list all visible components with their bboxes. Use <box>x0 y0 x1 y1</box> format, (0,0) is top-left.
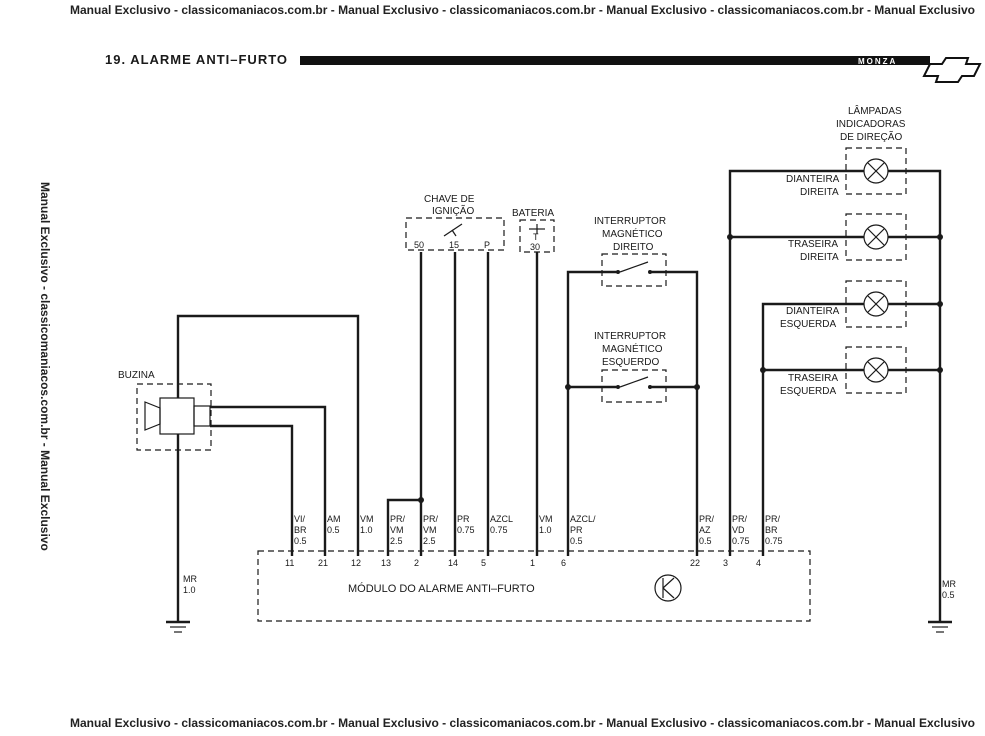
lamp-rear-right-label-1: TRASEIRA <box>788 239 838 250</box>
ignition-label-1: CHAVE DE <box>424 194 475 205</box>
watermark-top: Manual Exclusivo - classicomaniacos.com.… <box>70 3 975 17</box>
alarm-module-box <box>257 550 811 622</box>
battery-30: 30 <box>530 242 540 252</box>
pin-22-label: 22 <box>690 558 700 568</box>
ground-right-label-1: MR <box>942 579 956 589</box>
ground-left-label-1: MR <box>183 574 197 584</box>
pin-14-label: 14 <box>448 558 458 568</box>
wire-7-label-2: 0.75 <box>490 525 508 535</box>
wire-4-label-3: 2.5 <box>390 536 403 546</box>
switch-right-label-3: DIREITO <box>613 242 654 253</box>
wire-11-label-1: PR/ <box>732 514 748 524</box>
lamp-front-right-label-2: DIREITA <box>800 187 839 198</box>
alarm-module-label: MÓDULO DO ALARME ANTI–FURTO <box>348 582 535 595</box>
wire-2-label-1: AM <box>327 514 341 524</box>
wire-3-label-2: 1.0 <box>360 525 373 535</box>
lamp-rear-left-label-2: ESQUERDA <box>780 386 836 397</box>
wire-1-label-3: 0.5 <box>294 536 307 546</box>
lamp-rear-right-label-2: DIREITA <box>800 252 839 263</box>
pin-6-label: 6 <box>561 558 566 568</box>
wire-1-label-1: VI/ <box>294 514 306 524</box>
lamps-title-2: INDICADORAS <box>836 119 906 130</box>
switch-left-label-3: ESQUERDO <box>602 357 659 368</box>
pin-13-label: 13 <box>381 558 391 568</box>
pin-12-label: 12 <box>351 558 361 568</box>
horn-box <box>136 383 212 451</box>
watermark-bottom: Manual Exclusivo - classicomaniacos.com.… <box>70 716 975 730</box>
wire-8-label-1: VM <box>539 514 553 524</box>
wire-3-label-1: VM <box>360 514 374 524</box>
switch-right-box <box>601 253 667 287</box>
lamps-title-1: LÂMPADAS <box>848 104 902 117</box>
wire-1-label-2: BR <box>294 525 307 535</box>
wire-11-label-2: VD <box>732 525 745 535</box>
lamp-rear-left-label-1: TRASEIRA <box>788 373 838 384</box>
switch-left-label-1: INTERRUPTOR <box>594 331 666 342</box>
ignition-terminal-50: 50 <box>414 240 424 250</box>
pin-4-label: 4 <box>756 558 761 568</box>
switch-left-icon <box>616 376 652 389</box>
wire-12-label-2: BR <box>765 525 778 535</box>
pin-11-label: 11 <box>285 558 294 568</box>
wire-9-label-1: AZCL/ <box>570 514 596 524</box>
lamp-front-left-label-1: DIANTEIRA <box>786 306 840 317</box>
wire-12-label-1: PR/ <box>765 514 781 524</box>
wire-6-label-2: 0.75 <box>457 525 475 535</box>
wire-7-label-1: AZCL <box>490 514 513 524</box>
wire-10-label-1: PR/ <box>699 514 715 524</box>
wire-4-label-2: VM <box>390 525 404 535</box>
pin-21-label: 21 <box>318 558 328 568</box>
wire-6-label-1: PR <box>457 514 470 524</box>
wire-10-label-3: 0.5 <box>699 536 712 546</box>
header-bar <box>300 56 930 65</box>
wire-5-label-1: PR/ <box>423 514 439 524</box>
wire-2-label-2: 0.5 <box>327 525 340 535</box>
module-symbol-icon <box>654 574 682 602</box>
wire-8-label-2: 1.0 <box>539 525 552 535</box>
page-title: 19. ALARME ANTI–FURTO <box>105 52 289 67</box>
ground-right-label-2: 0.5 <box>942 590 955 600</box>
horn-icon <box>144 397 211 435</box>
switch-right-icon <box>616 261 652 274</box>
pin-5-label: 5 <box>481 558 486 568</box>
ground-left-icon <box>166 620 190 633</box>
switch-left-label-2: MAGNÉTICO <box>602 342 663 355</box>
lamps-title-3: DE DIREÇÃO <box>840 130 902 143</box>
wire-10-label-2: AZ <box>699 525 711 535</box>
wire-4-label-1: PR/ <box>390 514 406 524</box>
ignition-terminal-p: P <box>484 240 490 250</box>
brand-label: MONZA <box>858 57 898 66</box>
horn-label: BUZINA <box>118 370 155 381</box>
key-icon <box>443 223 463 237</box>
wire-9-label-2: PR <box>570 525 583 535</box>
pin-1-label: 1 <box>530 558 535 568</box>
battery-t: T <box>533 232 539 242</box>
wire-labels: VI/BR0.511AM0.521VM1.012PR/VM2.513PR/VM2… <box>285 514 783 568</box>
ignition-label-2: IGNIÇÃO <box>432 204 474 217</box>
battery-label: BATERIA <box>512 208 554 219</box>
ignition-switch-box <box>405 217 505 251</box>
wire-12-label-3: 0.75 <box>765 536 783 546</box>
ground-right-icon <box>928 620 952 633</box>
wire-11-label-3: 0.75 <box>732 536 750 546</box>
pin-3-label: 3 <box>723 558 728 568</box>
lamp-front-left-label-2: ESQUERDA <box>780 319 836 330</box>
ground-left-label-2: 1.0 <box>183 585 196 595</box>
chevrolet-logo-icon <box>922 57 982 83</box>
switch-right-label-2: MAGNÉTICO <box>602 227 663 240</box>
wire-5-label-2: VM <box>423 525 437 535</box>
wire-9-label-3: 0.5 <box>570 536 583 546</box>
ignition-terminal-15: 15 <box>449 240 459 250</box>
battery-icon <box>529 224 545 234</box>
switch-right-label-1: INTERRUPTOR <box>594 216 666 227</box>
wire-5-label-3: 2.5 <box>423 536 436 546</box>
pin-2-label: 2 <box>414 558 419 568</box>
lamp-front-right-label-1: DIANTEIRA <box>786 174 840 185</box>
